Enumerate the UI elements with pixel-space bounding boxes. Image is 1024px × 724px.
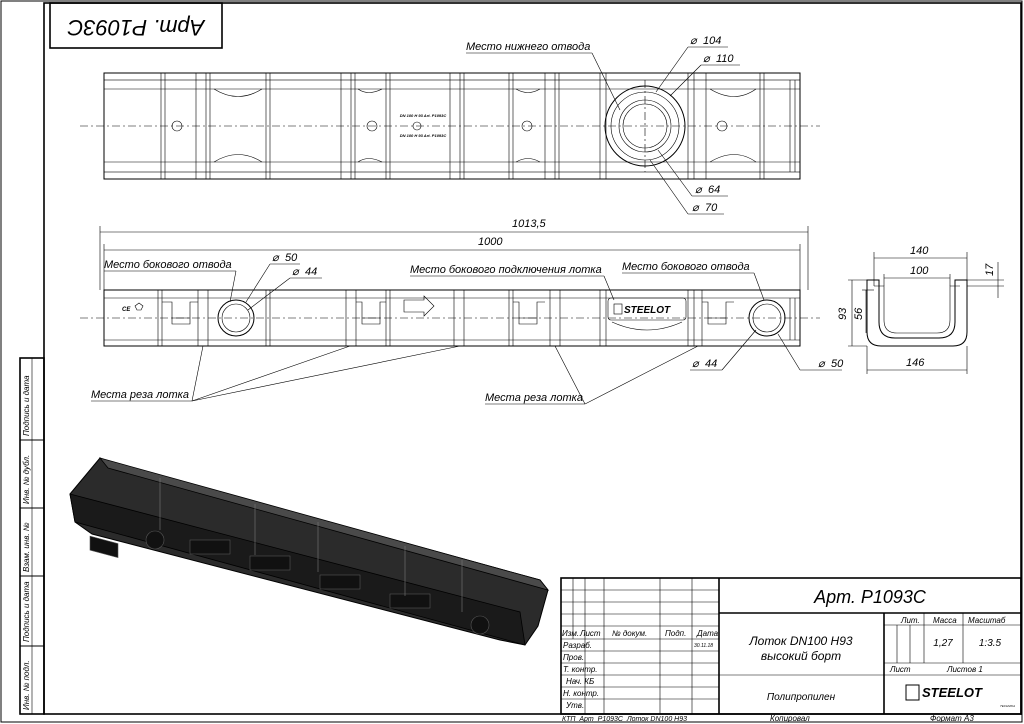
side-stamp-field2: Подпись и дата (22, 581, 31, 642)
dim-d110: ⌀ 110 (669, 53, 740, 97)
svg-text:50: 50 (285, 252, 298, 264)
article-stamp: Арт. P1093C (49, 2, 223, 49)
svg-text:⌀: ⌀ (692, 202, 700, 214)
svg-text:1013,5: 1013,5 (512, 218, 547, 230)
svg-text:64: 64 (708, 184, 720, 196)
tb-date: Дата (696, 629, 719, 638)
svg-text:70: 70 (705, 202, 718, 214)
dim-section-inner-height: 56 (853, 307, 865, 320)
callout-cut-places-left: Места реза лотка (91, 389, 189, 401)
svg-text:104: 104 (703, 35, 721, 47)
top-view: DN 100 H 93 Art. P1093C DN 100 H 93 Art.… (80, 72, 820, 180)
tb-role-1: Пров. (563, 653, 584, 662)
tb-format: Формат A3 (930, 714, 974, 723)
tb-doc: № докум. (612, 629, 647, 638)
dim-d64: ⌀ 64 (657, 149, 728, 197)
cross-section: 140 100 17 93 56 146 (837, 245, 1004, 374)
side-stamp-field1: Инв. № подл. (22, 660, 31, 710)
tb-role-2: Т. контр. (563, 665, 598, 674)
tb-dev-date: 30.11.18 (694, 643, 713, 649)
tb-article: Арт. P1093C (813, 587, 927, 607)
dim-section-top-width: 140 (910, 245, 929, 257)
callout-side-connection: Место бокового подключения лотка (410, 264, 602, 276)
tb-role-5: Утв. (565, 701, 584, 710)
dim-section-lip: 17 (984, 263, 996, 276)
dim-section-base-width: 146 (906, 357, 925, 369)
tb-copied: Копировал (770, 714, 810, 723)
dim-length: 1000 (103, 236, 801, 290)
callout-bottom-outlet: Место нижнего отвода (466, 41, 590, 53)
dim-d44-right: ⌀ 44 (690, 329, 757, 371)
recycle-icon (134, 302, 144, 311)
tb-file: КТП_Арт_P1093C_Лоток DN100 H93 (562, 716, 687, 723)
tb-role-0: Разраб. (563, 641, 592, 650)
svg-text:110: 110 (716, 53, 734, 65)
side-brand-logo: STEELOT (624, 305, 671, 316)
svg-text:44: 44 (305, 266, 317, 278)
brand-logo-icon (905, 684, 920, 701)
tb-sign: Подп. (665, 629, 686, 638)
dim-d70: ⌀ 70 (649, 159, 724, 215)
tb-brand-sub: TECHNIKA (1000, 704, 1015, 708)
tb-scale-label: Масштаб (968, 616, 1006, 625)
svg-text:50: 50 (831, 358, 844, 370)
tb-name-line1: Лоток DN100 H93 (748, 634, 852, 648)
tb-izm: Изм. (562, 629, 579, 638)
svg-text:⌀: ⌀ (703, 53, 711, 65)
title-block: Изм. Лист № докум. Подп. Дата Разраб. Пр… (560, 577, 1022, 723)
tb-role-4: Н. контр. (563, 689, 599, 698)
tb-sheet-label: Лист (889, 665, 911, 674)
dim-d104: ⌀ 104 (655, 35, 728, 93)
side-stamp-field3: Взам. инв. № (22, 522, 31, 572)
svg-text:⌀: ⌀ (690, 35, 698, 47)
svg-text:⌀: ⌀ (692, 358, 700, 370)
ce-mark: CE (122, 307, 131, 313)
article-stamp-text: Арт. P1093C (68, 15, 207, 40)
dim-section-inner-width: 100 (910, 265, 929, 277)
tb-brand: STEELOT (922, 685, 983, 700)
tb-mass-label: Масса (933, 616, 957, 625)
side-stamp-field5: Подпись и дата (22, 375, 31, 436)
top-marking-1: DN 100 H 93 Art. P1093C (400, 113, 447, 118)
svg-text:⌀: ⌀ (818, 358, 826, 370)
svg-text:⌀: ⌀ (292, 266, 300, 278)
svg-text:⌀: ⌀ (272, 252, 280, 264)
callout-cut-places-right: Места реза лотка (485, 392, 583, 404)
callout-side-outlet-left: Место бокового отвода (104, 259, 232, 271)
tb-sheets-label: Листов 1 (946, 665, 983, 674)
tb-lit-label: Лит. (900, 616, 920, 625)
dim-d44-left: ⌀ 44 (247, 266, 322, 311)
tb-mass: 1,27 (933, 638, 953, 649)
side-view: CE STEELOT (80, 289, 820, 347)
tb-name-line2: высокий борт (761, 649, 841, 663)
tb-list: Лист (579, 629, 601, 638)
tb-material: Полипропилен (767, 692, 836, 703)
dim-d50-right: ⌀ 50 (777, 333, 844, 371)
tb-role-3: Нач. КБ (566, 677, 594, 686)
isometric-view (69, 457, 550, 646)
dim-overall-length: 1013,5 (99, 218, 809, 290)
svg-text:44: 44 (705, 358, 717, 370)
side-stamp: Подпись и дата Инв. № дубл. Взам. инв. №… (19, 357, 45, 715)
top-marking-2: DN 100 H 93 Art. P1093C (400, 133, 447, 138)
dim-section-height: 93 (837, 307, 849, 320)
svg-text:1000: 1000 (478, 236, 503, 248)
tb-scale: 1:3.5 (979, 638, 1002, 649)
svg-text:⌀: ⌀ (695, 184, 703, 196)
callout-side-outlet-right: Место бокового отвода (622, 261, 750, 273)
side-stamp-field4: Инв. № дубл. (22, 455, 31, 504)
dim-d50-left: ⌀ 50 (245, 252, 300, 303)
